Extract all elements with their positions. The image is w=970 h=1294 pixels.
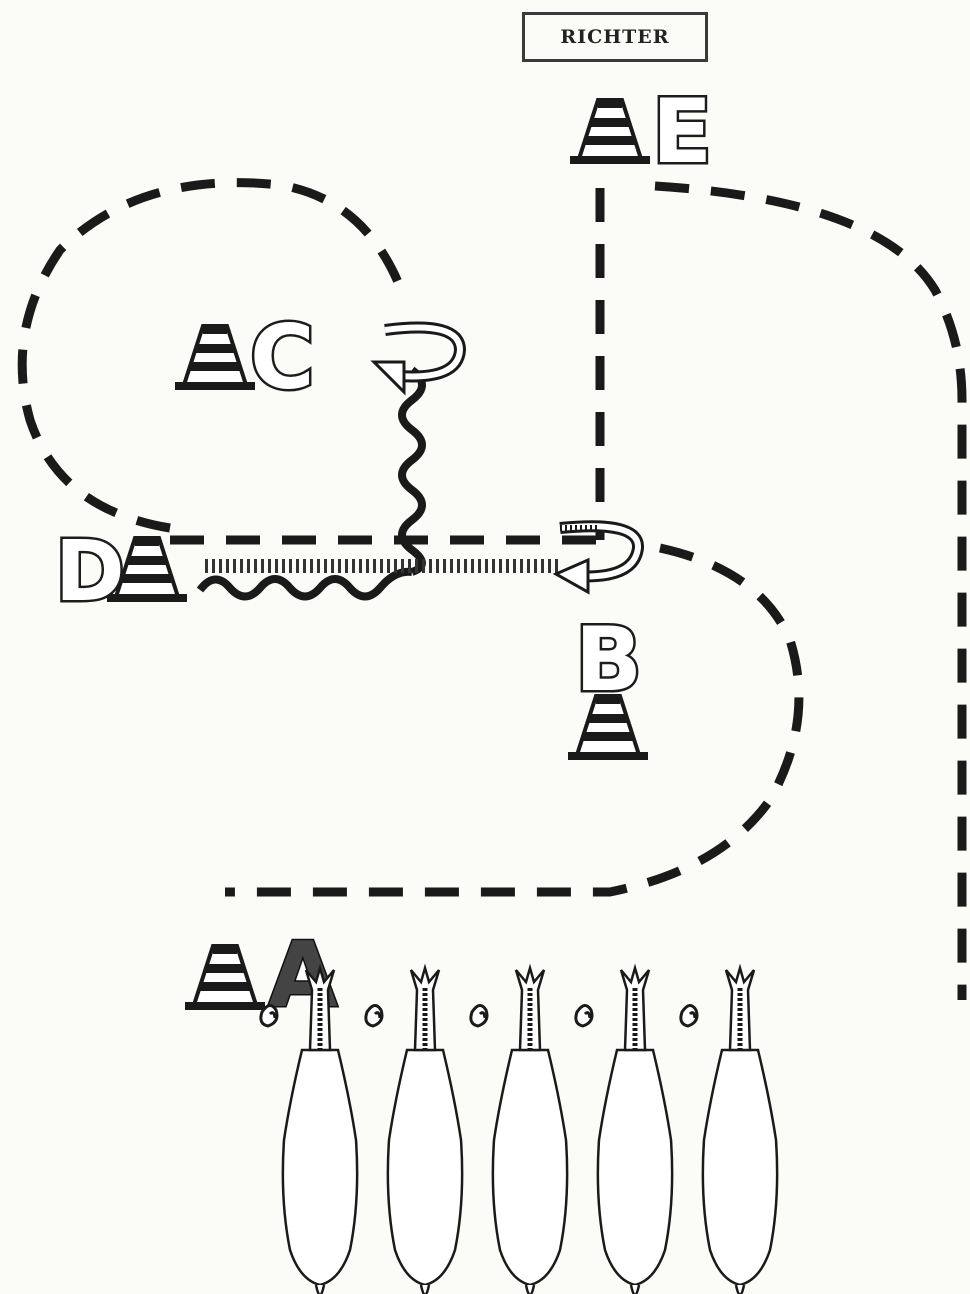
horse-icon [366, 968, 462, 1294]
judge-box: RICHTER [522, 12, 708, 62]
route-circle-c [17, 178, 410, 533]
judge-label: RICHTER [560, 26, 670, 48]
cone-e-icon [568, 98, 652, 166]
horse-row [261, 968, 777, 1294]
volte-arrow-b [552, 520, 644, 595]
marker-letter-c: C [250, 306, 315, 409]
marker-letter-b: B [575, 608, 642, 711]
serpentine-vertical [398, 366, 426, 576]
horse-icon [576, 968, 672, 1294]
route-b-loop [225, 543, 804, 897]
volte-arrow-c [370, 321, 467, 396]
horse-icon [471, 968, 567, 1294]
cone-a-icon [183, 944, 267, 1012]
serpentine-horizontal [196, 567, 413, 601]
cone-c-icon [173, 324, 257, 392]
marker-letter-e: E [652, 80, 712, 183]
marker-letter-d: D [55, 522, 125, 620]
horse-icon [681, 968, 777, 1294]
marker-letter-a: A [268, 923, 338, 1028]
route-right-side [654, 181, 967, 1000]
